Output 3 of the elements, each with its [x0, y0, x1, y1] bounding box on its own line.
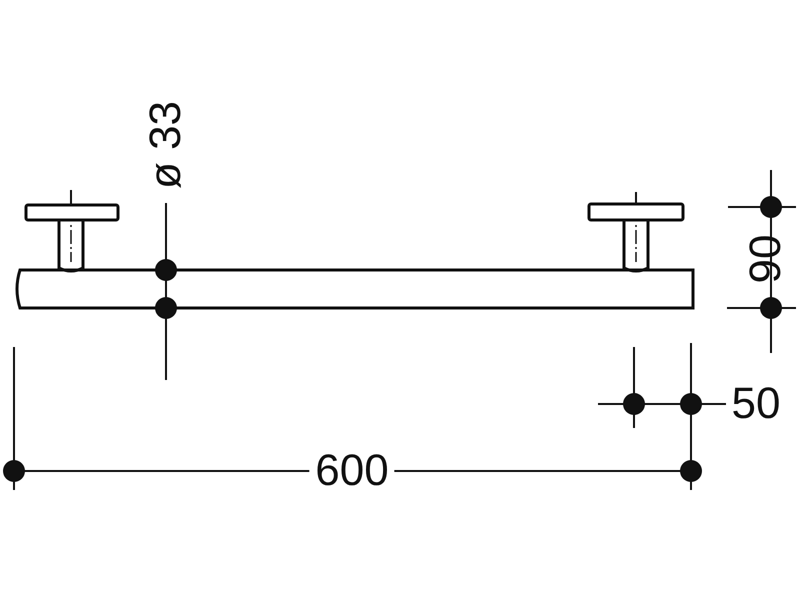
dimension-label: 90 [744, 234, 788, 284]
dimension-label: 50 [732, 382, 780, 426]
dimension-label: ø 33 [144, 100, 188, 190]
